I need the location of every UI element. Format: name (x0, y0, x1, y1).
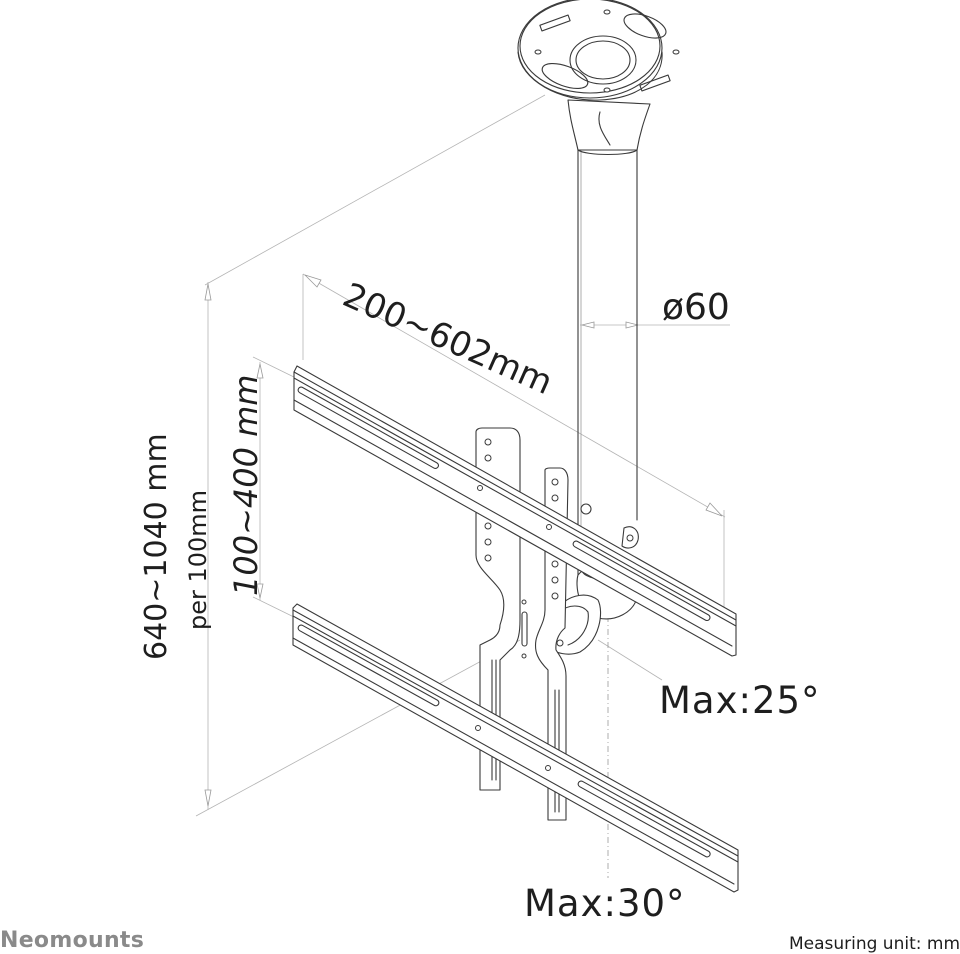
height-range-label: 640~1040 mm (139, 433, 174, 660)
measuring-unit-note: Measuring unit: mm (788, 934, 960, 954)
dimension-lines (195, 94, 730, 878)
lower-rail (292, 603, 739, 893)
height-step-label: per 100mm (184, 489, 212, 630)
upper-rail (293, 365, 737, 657)
vesa-height-label: 100~400 mm (227, 374, 265, 596)
swivel-angle-label: Max:30° (524, 882, 686, 925)
tilt-angle-label: Max:25° (659, 679, 821, 722)
ceiling-plate (517, 0, 680, 156)
pole (577, 144, 638, 591)
brand-logo: Neomounts (0, 928, 145, 953)
pole-diameter-label: ø60 (662, 287, 730, 328)
